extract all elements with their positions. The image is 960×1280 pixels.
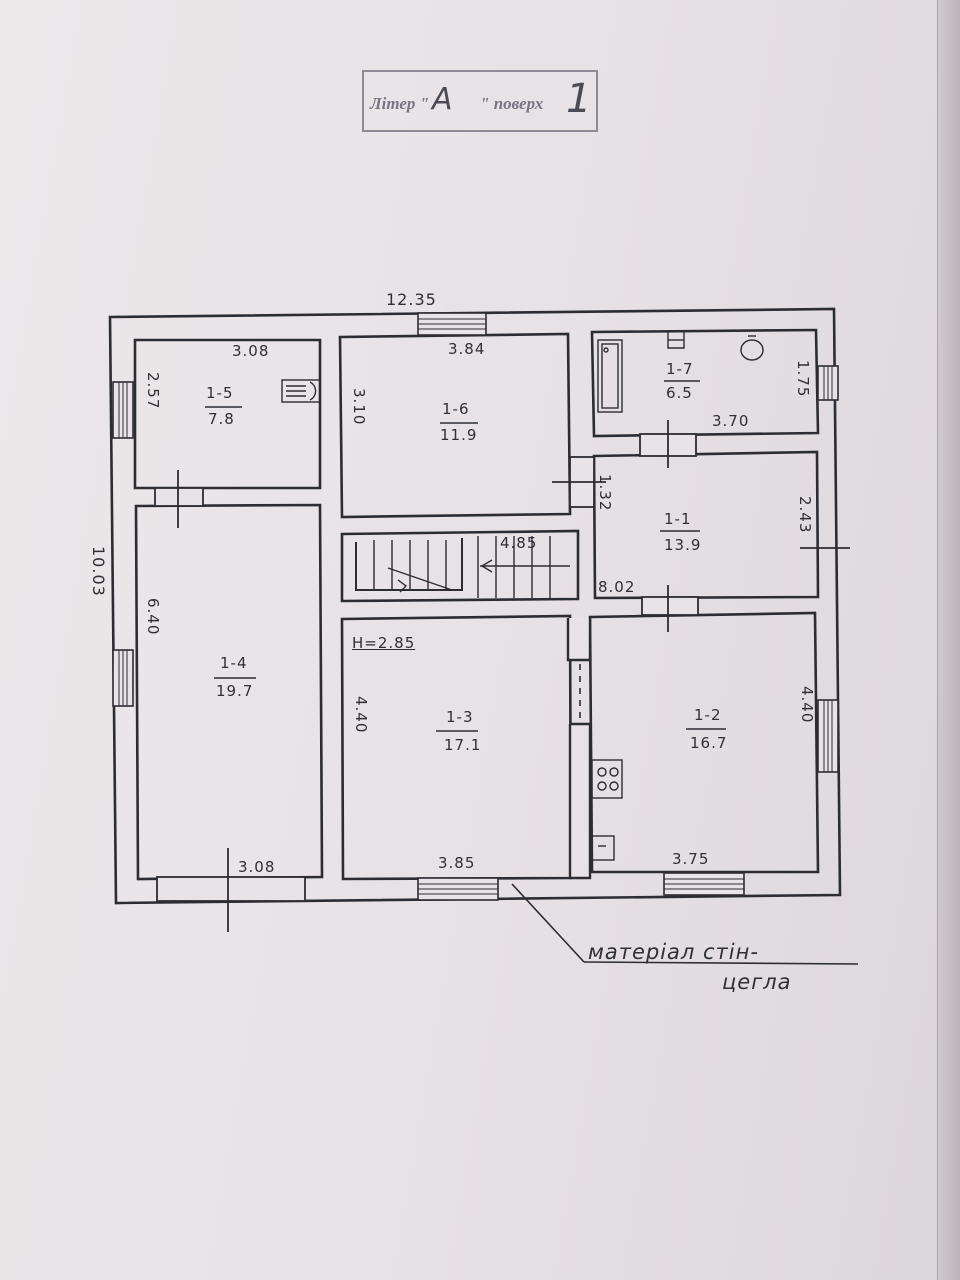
dim-1-4-width: 3.08 bbox=[238, 858, 276, 876]
partition bbox=[566, 618, 592, 880]
dim-1-1-width: 8.02 bbox=[598, 578, 636, 596]
dim-1-2-height: 4.40 bbox=[798, 686, 816, 724]
wall-material-note-line1: матеріал стін- bbox=[588, 940, 759, 964]
room-outline-1-1 bbox=[592, 450, 820, 600]
bathtub-icon bbox=[597, 339, 623, 413]
room-1-2-id: 1-2 bbox=[694, 706, 722, 724]
room-1-5-area: 7.8 bbox=[208, 410, 235, 428]
ceiling-height-label: H=2.85 bbox=[352, 634, 416, 652]
stamp-letter: А bbox=[432, 82, 453, 117]
stair-outline bbox=[340, 529, 580, 603]
toilet-icon bbox=[740, 339, 764, 361]
room-outline-1-7 bbox=[590, 328, 820, 438]
fixtures bbox=[281, 332, 764, 861]
washbasin-icon bbox=[591, 835, 615, 861]
room-1-7-id: 1-7 bbox=[666, 360, 694, 378]
dim-stair: 4.85 bbox=[500, 534, 538, 552]
room-1-1-id: 1-1 bbox=[664, 510, 692, 528]
stairs bbox=[355, 536, 570, 598]
dim-1-3-width: 3.85 bbox=[438, 854, 476, 872]
dim-1-1-height: 2.43 bbox=[796, 496, 814, 534]
door bbox=[156, 876, 306, 902]
dim-1-1-height2: 1.32 bbox=[596, 474, 614, 512]
dim-1-6-height: 3.10 bbox=[350, 388, 368, 426]
note-leader bbox=[511, 883, 859, 965]
outer-wall bbox=[108, 307, 842, 905]
dim-1-2-width: 3.75 bbox=[672, 850, 710, 868]
outer-width-label: 12.35 bbox=[386, 290, 437, 309]
window-lines bbox=[118, 318, 833, 895]
stamp-floor: 1 bbox=[566, 76, 592, 122]
stamp-box bbox=[362, 70, 598, 132]
room-1-7-area: 6.5 bbox=[666, 384, 693, 402]
dim-1-5-height: 2.57 bbox=[144, 372, 162, 410]
outer-height-label: 10.03 bbox=[89, 546, 108, 597]
dim-1-7-height: 1.75 bbox=[794, 360, 812, 398]
room-outline-1-6 bbox=[338, 332, 572, 519]
room-1-2-area: 16.7 bbox=[690, 734, 728, 752]
door bbox=[641, 596, 699, 616]
room-1-4-id: 1-4 bbox=[220, 654, 248, 672]
room-outline-1-5 bbox=[133, 338, 322, 490]
room-1-1-area: 13.9 bbox=[664, 536, 702, 554]
room-1-3-id: 1-3 bbox=[446, 708, 474, 726]
dim-1-4-height: 6.40 bbox=[144, 598, 162, 636]
room-1-6-area: 11.9 bbox=[440, 426, 478, 444]
dim-1-5-width: 3.08 bbox=[232, 342, 270, 360]
doors bbox=[154, 420, 850, 932]
page-edge bbox=[937, 0, 960, 1280]
room-1-6-id: 1-6 bbox=[442, 400, 470, 418]
dim-1-3-height: 4.40 bbox=[352, 696, 370, 734]
room-1-3-area: 17.1 bbox=[444, 736, 482, 754]
dim-1-6-width: 3.84 bbox=[448, 340, 486, 358]
dim-1-7-width: 3.70 bbox=[712, 412, 750, 430]
room-outline-1-4 bbox=[134, 503, 324, 881]
label-dividers bbox=[205, 380, 726, 732]
cooker-icon bbox=[591, 759, 623, 799]
room-1-5-id: 1-5 bbox=[206, 384, 234, 402]
stamp-prefix: Літер " bbox=[370, 94, 430, 113]
door bbox=[154, 487, 204, 507]
room-1-4-area: 19.7 bbox=[216, 682, 254, 700]
wall-material-note-line2: цегла bbox=[722, 970, 792, 994]
stove-icon bbox=[281, 379, 321, 403]
stamp-middle: " поверх bbox=[480, 94, 544, 113]
